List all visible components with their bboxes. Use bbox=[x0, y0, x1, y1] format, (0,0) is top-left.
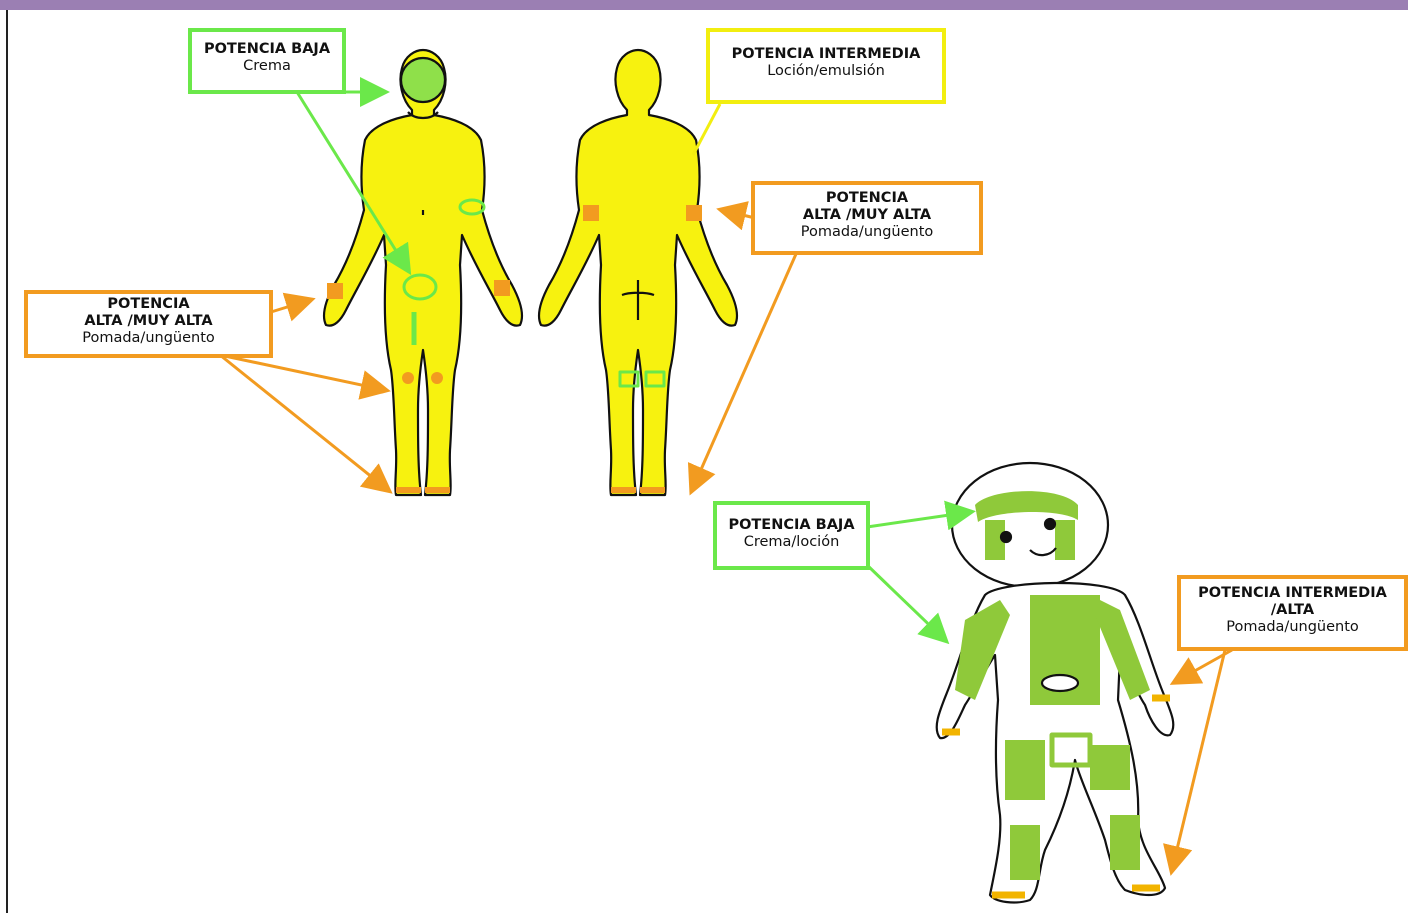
label-child-intermediate: POTENCIA INTERMEDIA /ALTA Pomada/ungüent… bbox=[1177, 575, 1408, 651]
arrow-high-knee bbox=[220, 355, 385, 390]
label-child-low: POTENCIA BAJA Crema/loción bbox=[713, 501, 870, 570]
label-subtitle: Pomada/ungüento bbox=[1181, 619, 1404, 636]
label-adult-high-right: POTENCIA ALTA /MUY ALTA Pomada/ungüento bbox=[751, 181, 983, 255]
label-title: POTENCIA BAJA bbox=[192, 41, 342, 58]
adult-back-figure bbox=[539, 50, 737, 495]
label-title-1: POTENCIA INTERMEDIA bbox=[1181, 585, 1404, 602]
label-title-2: ALTA /MUY ALTA bbox=[755, 207, 979, 224]
label-adult-low: POTENCIA BAJA Crema bbox=[188, 28, 346, 94]
arrow-child-feet bbox=[1172, 650, 1225, 870]
label-subtitle: Pomada/ungüento bbox=[28, 330, 269, 347]
label-title-2: /ALTA bbox=[1181, 602, 1404, 619]
label-title: POTENCIA INTERMEDIA bbox=[710, 46, 942, 63]
label-adult-high-left: POTENCIA ALTA /MUY ALTA Pomada/ungüento bbox=[24, 290, 273, 358]
arrow-child-body bbox=[867, 565, 945, 640]
label-adult-intermediate: POTENCIA INTERMEDIA Loción/emulsión bbox=[706, 28, 946, 104]
adult-front-figure bbox=[324, 50, 522, 495]
label-title-1: POTENCIA bbox=[28, 296, 269, 313]
child-figure bbox=[937, 463, 1174, 902]
arrow-high-palm bbox=[271, 300, 310, 312]
arrow-high-feet bbox=[220, 355, 388, 490]
label-title-2: ALTA /MUY ALTA bbox=[28, 313, 269, 330]
label-subtitle: Crema/loción bbox=[717, 534, 866, 551]
label-subtitle: Pomada/ungüento bbox=[755, 224, 979, 241]
label-title: POTENCIA BAJA bbox=[717, 517, 866, 534]
arrow-intermediate bbox=[693, 104, 720, 155]
label-subtitle: Loción/emulsión bbox=[710, 63, 942, 80]
label-title-1: POTENCIA bbox=[755, 190, 979, 207]
label-subtitle: Crema bbox=[192, 58, 342, 75]
